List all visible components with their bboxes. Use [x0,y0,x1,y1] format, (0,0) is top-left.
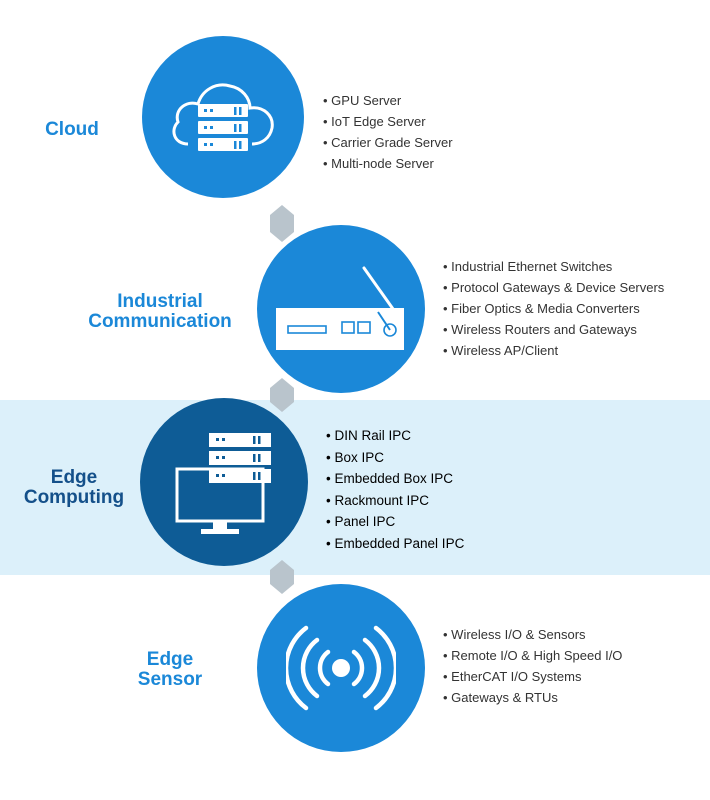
list-item: IoT Edge Server [323,111,453,132]
tier-title-line: Sensor [137,669,203,690]
tier-title-line: Edge [50,467,98,488]
edge-sensor-circle [257,584,425,752]
list-item: Remote I/O & High Speed I/O [443,645,622,666]
list-item: GPU Server [323,90,453,111]
cloud-server-icon [172,83,274,151]
connector-arrow-3 [270,560,294,594]
tier-title-line: Communication [88,311,232,332]
list-item: Wireless Routers and Gateways [443,319,664,340]
bullet-list-industrial-communication: Industrial Ethernet Switches Protocol Ga… [443,256,664,361]
edge-computing-circle [140,398,308,566]
list-item: EtherCAT I/O Systems [443,666,622,687]
list-item: Gateways & RTUs [443,687,622,708]
tier-title-edge-computing: Edge Computing [14,468,134,508]
bullet-list-edge-computing: DIN Rail IPC Box IPC Embedded Box IPC Ra… [326,425,464,554]
cloud-circle [142,36,304,198]
list-item: DIN Rail IPC [326,425,464,447]
monitor-server-icon [175,433,271,534]
tier-title-line: Computing [23,487,125,508]
bullet-list-edge-sensor: Wireless I/O & Sensors Remote I/O & High… [443,624,622,708]
list-item: Box IPC [326,447,464,469]
tier-title-line: Cloud [45,119,99,140]
list-item: Multi-node Server [323,153,453,174]
tier-title-line: Edge [146,649,194,670]
industrial-communication-circle [257,225,425,393]
list-item: Fiber Optics & Media Converters [443,298,664,319]
tier-title-cloud: Cloud [22,120,122,140]
connector-arrow-1 [270,205,294,242]
list-item: Wireless AP/Client [443,340,664,361]
list-item: Protocol Gateways & Device Servers [443,277,664,298]
tier-title-industrial-communication: Industrial Communication [72,292,248,332]
list-item: Embedded Box IPC [326,468,464,490]
list-item: Embedded Panel IPC [326,533,464,555]
list-item: Industrial Ethernet Switches [443,256,664,277]
tier-title-edge-sensor: Edge Sensor [120,650,220,690]
network-switch-icon [276,266,404,350]
list-item: Carrier Grade Server [323,132,452,153]
list-item: Rackmount IPC [326,490,464,512]
tier-title-line: Industrial [117,291,203,312]
bullet-list-cloud: GPU Server IoT Edge Server Carrier Grade… [323,90,453,174]
connector-arrow-2 [270,378,294,412]
wireless-signal-icon [286,625,396,711]
list-item: Wireless I/O & Sensors [443,624,622,645]
list-item: Panel IPC [326,511,464,533]
